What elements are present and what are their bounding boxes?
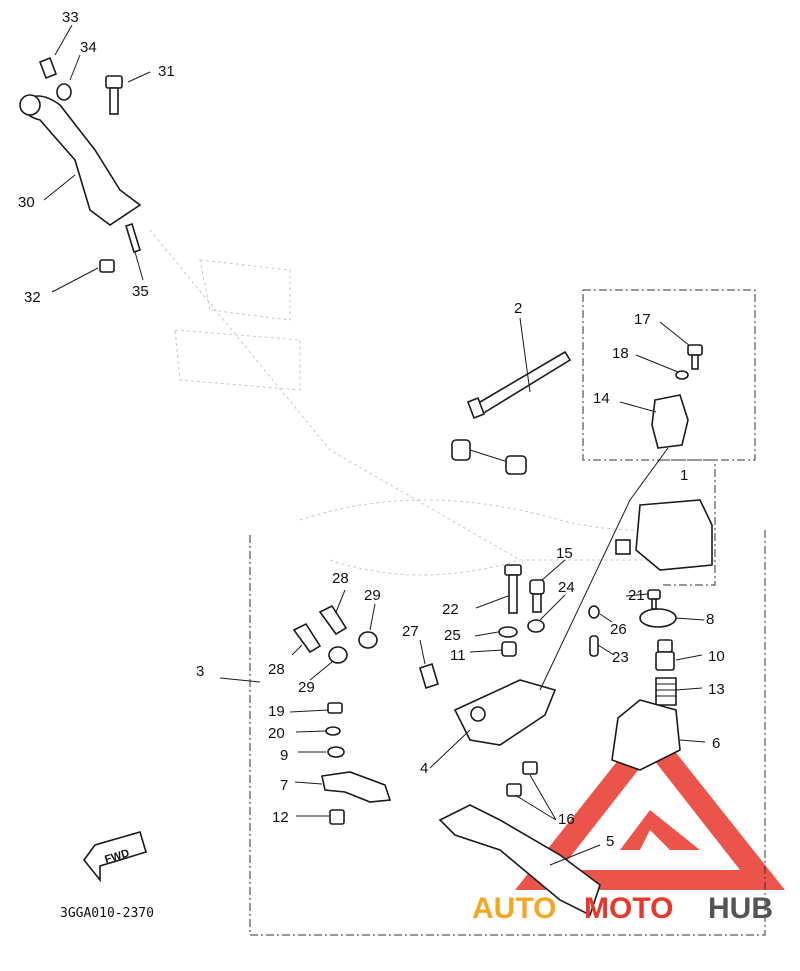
spring-13 (655, 677, 677, 706)
part-label-13: 13 (708, 681, 725, 698)
bushing-11 (501, 641, 517, 657)
pivot-bolt-31 (105, 75, 123, 115)
nut-12 (329, 809, 345, 825)
part-label-33: 33 (62, 9, 79, 26)
part-label-27: 27 (402, 623, 419, 640)
part-label-29a: 29 (364, 587, 381, 604)
bolt-33 (38, 56, 58, 80)
brake-lever-30 (19, 94, 142, 226)
oring-26 (588, 605, 600, 619)
clutch-lever-5 (438, 804, 601, 917)
part-label-21: 21 (628, 587, 645, 604)
part-label-28b: 28 (268, 661, 285, 678)
bolt-22 (504, 564, 522, 614)
washer-9 (327, 746, 345, 758)
washer-25 (498, 626, 518, 638)
part-label-9: 9 (280, 747, 288, 764)
part-label-35: 35 (132, 283, 149, 300)
part-label-25: 25 (444, 627, 461, 644)
part-label-29b: 29 (298, 679, 315, 696)
holder-6 (611, 699, 681, 771)
screw-17 (687, 344, 703, 370)
washer-24 (527, 619, 545, 633)
washer-20 (325, 726, 341, 736)
part-label-24: 24 (558, 579, 575, 596)
part-label-11: 11 (450, 647, 466, 664)
cable-2 (466, 350, 572, 420)
part-label-16: 16 (558, 811, 575, 828)
screw-28 (292, 604, 348, 654)
part-label-5: 5 (606, 833, 614, 850)
part-label-12: 12 (272, 809, 289, 826)
cap-29 (328, 631, 378, 664)
switch-10 (655, 639, 675, 671)
washer-18 (675, 370, 689, 380)
part-label-23: 23 (612, 649, 629, 666)
watermark-text-auto: AUTO (472, 892, 556, 925)
screw-21 (647, 589, 661, 610)
part-label-1: 1 (680, 467, 688, 484)
part-label-6: 6 (712, 735, 720, 752)
watermark-text-hub: HUB (708, 892, 773, 925)
bracket-4 (453, 679, 557, 746)
nut-32 (99, 259, 115, 273)
part-label-3: 3 (196, 663, 204, 680)
part-label-4: 4 (420, 760, 428, 777)
part-label-17: 17 (634, 311, 651, 328)
switch-housing-1 (615, 499, 713, 571)
pin-15 (529, 579, 545, 613)
part-label-15: 15 (556, 545, 573, 562)
assembly-boundaries (249, 289, 766, 936)
part-label-22: 22 (442, 601, 459, 618)
leader-lines (43, 24, 706, 866)
lever-7 (321, 771, 392, 803)
part-label-2: 2 (514, 300, 522, 317)
part-label-8: 8 (706, 611, 714, 628)
cable-connector (451, 439, 527, 475)
part-label-32: 32 (24, 289, 41, 306)
plug-27 (419, 662, 439, 690)
screw-35 (125, 222, 141, 254)
fwd-arrow-icon: FWD (82, 831, 147, 883)
part-labels: 33 34 31 30 32 35 2 17 18 14 1 15 28 29 … (18, 9, 725, 850)
part-label-18: 18 (612, 345, 629, 362)
part-label-7: 7 (280, 777, 288, 794)
switch-14 (651, 394, 689, 449)
drawing-code: 3GGA010-2370 (60, 906, 154, 921)
part-label-26: 26 (610, 621, 627, 638)
part-label-34: 34 (80, 39, 97, 56)
screw-19 (327, 702, 343, 714)
handlebar-ghost-outline (149, 229, 720, 576)
part-label-30: 30 (18, 194, 35, 211)
part-label-19: 19 (268, 703, 285, 720)
part-label-28a: 28 (332, 570, 349, 587)
watermark-wordmark: AUTO MOTO HUB (472, 892, 773, 925)
part-label-20: 20 (268, 725, 285, 742)
part-label-10: 10 (708, 648, 725, 665)
part-label-14: 14 (593, 390, 610, 407)
pin-23 (589, 635, 599, 657)
collar-34 (56, 83, 72, 101)
watermark-text-moto: MOTO (584, 892, 673, 925)
plate-8 (639, 608, 677, 628)
nut-16 (506, 761, 538, 797)
part-label-31: 31 (158, 63, 175, 80)
